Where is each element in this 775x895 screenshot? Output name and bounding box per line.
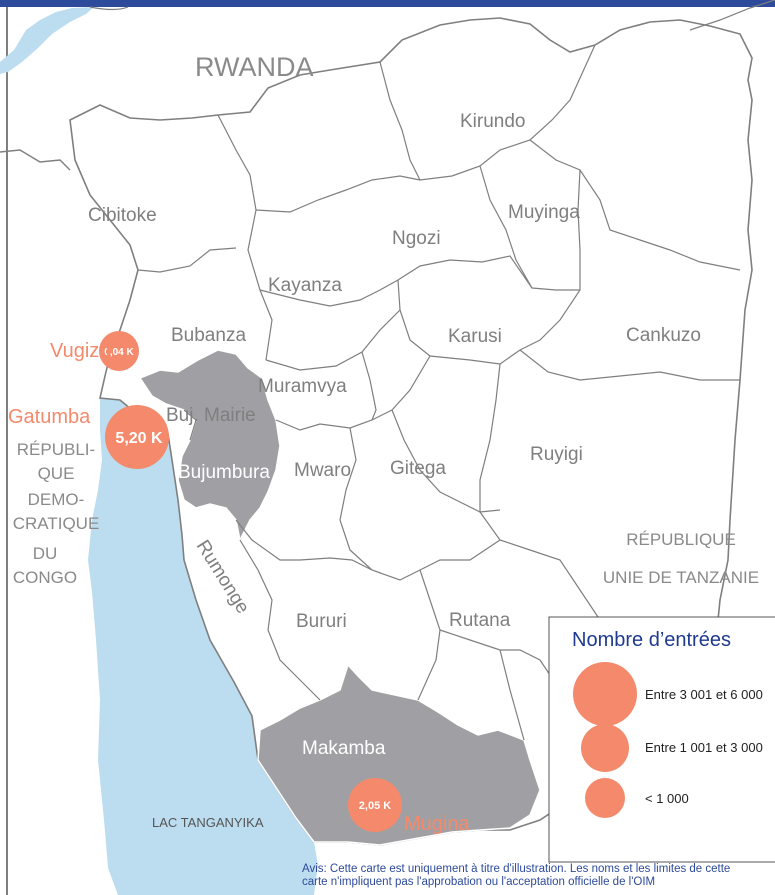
border-line xyxy=(137,247,237,273)
site-label-gatumba: Gatumba xyxy=(8,406,91,428)
legend-item-label: Entre 3 001 et 6 000 xyxy=(645,687,763,702)
drc-label-line: CONGO xyxy=(13,568,77,587)
country-label-rwanda: RWANDA xyxy=(195,52,314,82)
province-label-ruyigi: Ruyigi xyxy=(530,444,583,465)
legend-title: Nombre d’entrées xyxy=(572,629,731,651)
legend-item-label: < 1 000 xyxy=(645,791,689,806)
country-label-tanzania: RÉPUBLIQUE UNIE DE TANZANIE xyxy=(603,530,759,587)
border-line xyxy=(239,539,321,701)
province-label-mwaro: Mwaro xyxy=(294,460,351,481)
header-bar xyxy=(0,0,775,7)
province-label-cibitoke: Cibitoke xyxy=(88,205,157,226)
border-line xyxy=(361,351,377,421)
province-label-karusi: Karusi xyxy=(448,326,502,347)
legend-swatch-medium xyxy=(581,724,629,772)
province-label-bubanza: Bubanza xyxy=(171,325,246,346)
province-label-cankuzo: Cankuzo xyxy=(626,325,701,346)
tanzania-label-line: UNIE DE TANZANIE xyxy=(603,568,759,587)
border-line xyxy=(255,175,421,213)
legend-swatch-large xyxy=(573,662,637,726)
site-label-mugina: Mugina xyxy=(404,813,470,835)
disclaimer-line-1: Avis: Cette carte est uniquement à titre… xyxy=(302,863,730,875)
bubble-marker xyxy=(105,405,169,469)
bubble-marker xyxy=(99,331,139,371)
province-label-bujumbura: Bujumbura xyxy=(178,462,270,483)
border-line xyxy=(217,114,273,361)
disclaimer-line-2: carte n'impliquent pas l'approbation ou … xyxy=(302,876,655,888)
province-label-bururi: Bururi xyxy=(296,611,347,632)
drc-label-line: DU xyxy=(33,544,58,563)
province-label-makamba: Makamba xyxy=(302,738,386,759)
province-label-kirundo: Kirundo xyxy=(460,111,526,132)
border-line xyxy=(0,149,71,171)
province-label-kayanza: Kayanza xyxy=(268,275,342,296)
legend-swatch-small xyxy=(585,778,625,818)
legend: Nombre d’entrées Entre 3 001 et 6 000 En… xyxy=(548,616,775,863)
border-line xyxy=(183,409,197,441)
entry-point-mugina[interactable]: 2,05 K Mugina xyxy=(348,778,470,835)
drc-label-line: DEMO- xyxy=(28,490,85,509)
bubble-value-label: 0,04 K xyxy=(104,347,134,358)
lake-tanganyika-shape xyxy=(88,398,318,895)
country-label-drc: RÉPUBLI- QUE DEMO- CRATIQUE DU CONGO xyxy=(13,440,100,587)
province-label-muyinga: Muyinga xyxy=(508,202,580,223)
border-line xyxy=(689,0,775,31)
border-line xyxy=(499,649,525,741)
border-line xyxy=(519,169,581,351)
border-line xyxy=(89,6,129,11)
bubble-value-label: 5,20 K xyxy=(115,430,163,447)
lake-kivu-shape xyxy=(0,7,94,74)
lake-label-tanganyika: LAC TANGANYIKA xyxy=(152,815,264,830)
province-label-buj-mairie: Buj. Mairie xyxy=(166,405,256,426)
legend-item-label: Entre 1 001 et 3 000 xyxy=(645,740,763,755)
border-line xyxy=(479,363,501,512)
entry-point-vugizo[interactable]: 0,04 K Vugizo xyxy=(50,331,139,371)
border-line xyxy=(259,255,580,307)
entry-point-gatumba[interactable]: 5,20 K Gatumba xyxy=(8,405,169,469)
province-label-ngozi: Ngozi xyxy=(392,228,441,249)
border-line xyxy=(235,519,501,581)
province-label-gitega: Gitega xyxy=(390,458,446,479)
province-makamba-shape xyxy=(257,663,541,846)
border-line xyxy=(339,427,373,571)
bubble-marker xyxy=(348,778,402,832)
drc-label-line: QUE xyxy=(38,464,75,483)
border-line xyxy=(379,44,596,181)
province-label-rutana: Rutana xyxy=(449,610,511,631)
border-line xyxy=(275,355,431,431)
tanzania-label-line: RÉPUBLIQUE xyxy=(626,530,736,549)
border-line xyxy=(479,511,601,621)
province-label-muramvya: Muramvya xyxy=(258,376,347,397)
site-label-vugizo: Vugizo xyxy=(50,340,110,362)
bubble-value-label: 2,05 K xyxy=(359,800,391,812)
border-line xyxy=(519,349,740,381)
drc-label-line: CRATIQUE xyxy=(13,514,100,533)
province-borders xyxy=(137,44,741,741)
border-line xyxy=(265,309,401,371)
border-line xyxy=(479,165,533,289)
border-line xyxy=(529,139,741,271)
drc-label-line: RÉPUBLI- xyxy=(17,440,95,459)
